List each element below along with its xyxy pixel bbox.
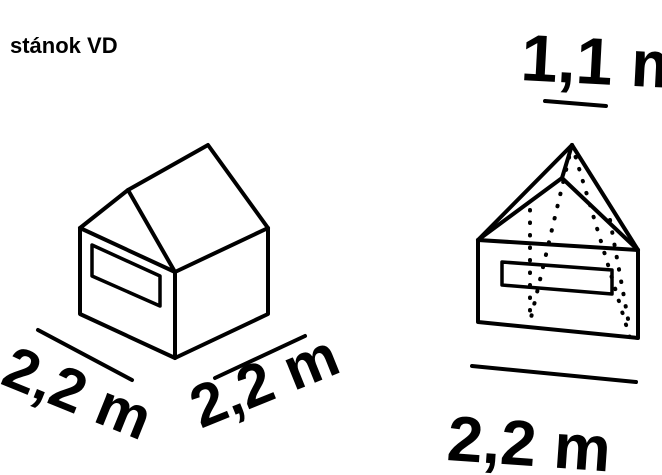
left-width-label: 2,2 m	[181, 321, 348, 441]
depth-dimension-line	[36, 328, 134, 382]
front-roof-edge	[476, 176, 640, 252]
front-window	[500, 260, 614, 296]
page-title: stánok VD	[10, 33, 118, 58]
height-dimension-line	[543, 99, 608, 108]
front-roof-ridge	[560, 143, 574, 180]
front-eave	[476, 238, 640, 252]
stand-isometric-view	[36, 143, 307, 382]
front-outline	[476, 143, 640, 340]
base-dimension-line	[470, 364, 638, 384]
stand-roof	[126, 143, 270, 230]
stand-front-view	[470, 99, 640, 384]
right-width-label: 2,2 m	[445, 402, 613, 475]
width-dimension-line	[213, 334, 307, 380]
stand-window	[90, 243, 162, 308]
right-height-label: 1,1 m	[519, 20, 662, 103]
stand-right-wall	[173, 226, 270, 360]
hidden-edges	[528, 143, 632, 340]
